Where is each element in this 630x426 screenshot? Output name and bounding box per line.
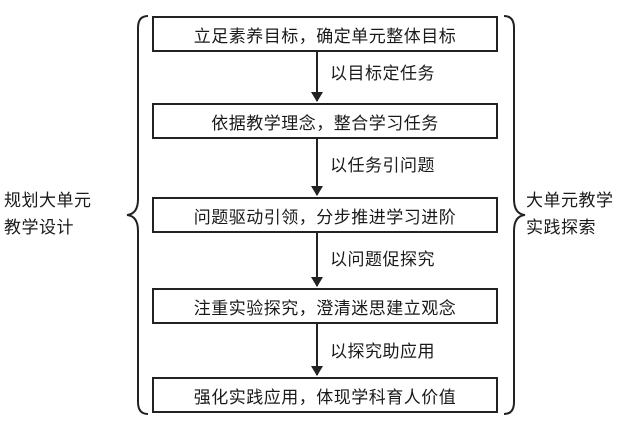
step-box-1: 立足素养目标，确定单元整体目标 bbox=[152, 16, 498, 52]
step-box-3: 问题驱动引领，分步推进学习进阶 bbox=[152, 197, 498, 233]
arrow-label-1: 以目标定任务 bbox=[330, 64, 435, 84]
arrow-label-4: 以探究助应用 bbox=[330, 342, 435, 362]
step-box-2: 依据教学理念，整合学习任务 bbox=[152, 103, 498, 139]
left-label-line-1: 规划大单元 bbox=[4, 191, 92, 211]
down-arrow-icon bbox=[311, 233, 323, 287]
right-label: 大单元教学 实践探索 bbox=[526, 188, 614, 242]
left-label: 规划大单元 教学设计 bbox=[4, 188, 92, 242]
arrow-label-3: 以问题促探究 bbox=[330, 250, 435, 270]
right-label-line-2: 实践探索 bbox=[526, 218, 596, 238]
right-brace-icon bbox=[503, 15, 526, 415]
left-brace-icon bbox=[126, 15, 149, 415]
step-box-5: 强化实践应用，体现学科育人价值 bbox=[152, 377, 498, 413]
arrow-label-2: 以任务引问题 bbox=[330, 156, 435, 176]
right-label-line-1: 大单元教学 bbox=[526, 191, 614, 211]
down-arrow-icon bbox=[311, 324, 323, 376]
step-box-4: 注重实验探究，澄清迷思建立观念 bbox=[152, 288, 498, 324]
down-arrow-icon bbox=[311, 139, 323, 196]
left-label-line-2: 教学设计 bbox=[4, 218, 74, 238]
down-arrow-icon bbox=[311, 52, 323, 102]
